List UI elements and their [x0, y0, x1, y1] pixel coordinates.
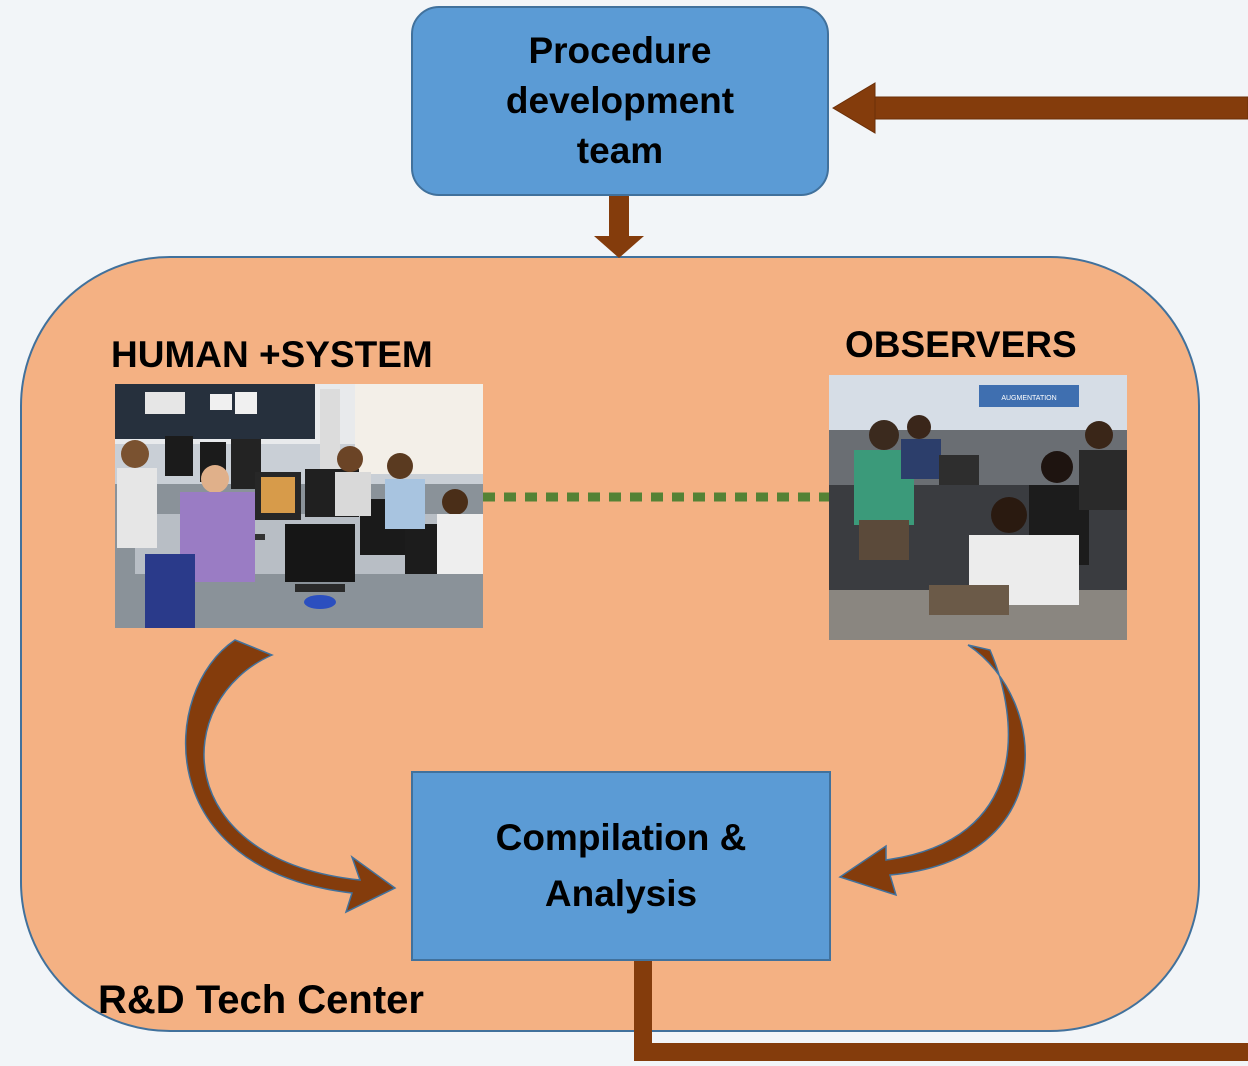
curved-arrow-observers-to-compilation — [838, 644, 1027, 897]
photo-people-at-workstations-icon — [115, 384, 483, 628]
procedure-development-team-box: Procedure development team — [411, 6, 829, 196]
down-arrow-procedure-to-region — [594, 196, 644, 258]
observers-label: OBSERVERS — [845, 324, 1077, 365]
compilation-analysis-box: Compilation & Analysis — [411, 771, 831, 961]
observers-photo-banner: AUGMENTATION — [1001, 395, 1056, 402]
curved-arrow-human-to-compilation — [184, 639, 397, 914]
outflow-line-compilation-to-feedback — [634, 961, 1248, 1061]
feedback-arrow-to-procedure-box — [832, 82, 1248, 134]
human-system-label: HUMAN +SYSTEM — [111, 334, 433, 375]
procedure-box-label: Procedure development team — [505, 30, 735, 171]
compilation-box-label: Compilation & Analysis — [495, 817, 747, 914]
rd-tech-center-label: R&D Tech Center — [98, 978, 424, 1022]
photo-observers-seated-icon: AUGMENTATION — [829, 375, 1127, 640]
